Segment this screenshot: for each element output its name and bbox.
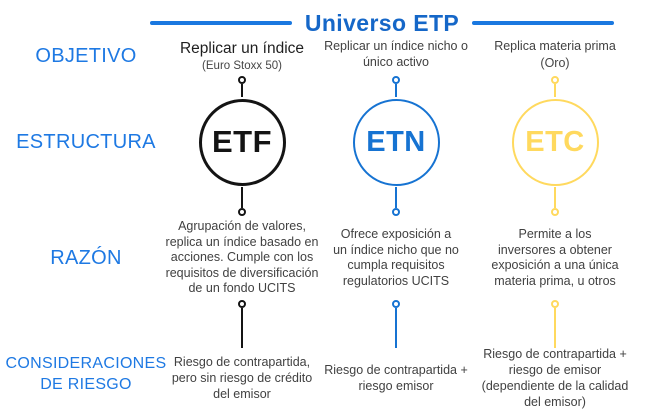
etc-connector-bottom [480, 300, 630, 348]
etf-objetivo-cell: Replicar un índice (Euro Stoxx 50) [172, 36, 312, 76]
etf-objetivo-text: Replicar un índice [179, 40, 305, 57]
connector-line [241, 84, 243, 97]
connector-dot-icon [392, 208, 400, 216]
etf-razon-cell: Agrupación de valores, replica un índice… [166, 216, 319, 300]
etn-razon-cell: Ofrece exposición a un índice nicho que … [312, 216, 480, 300]
etn-riesgo-text: Riesgo de contrapartida + riesgo emisor [324, 363, 468, 393]
etf-razon-text: Agrupación de valores, replica un índice… [165, 219, 319, 296]
page-title: Universo ETP [304, 9, 460, 36]
connector-line [554, 308, 556, 348]
connector-line [241, 187, 243, 208]
etn-riesgo-cell: Riesgo de contrapartida + riesgo emisor [312, 348, 480, 418]
row-label-razon: RAZÓN [50, 246, 122, 269]
etc-objetivo-text: Replica materia prima [494, 39, 616, 53]
etf-connector-top [172, 76, 312, 97]
etc-connector-top [480, 76, 630, 97]
etn-badge: ETN [352, 98, 440, 186]
connector-dot-icon [392, 76, 400, 84]
etc-razon-text: Permite a los inversores a obtener expos… [491, 227, 619, 288]
etc-razon-cell: Permite a los inversores a obtener expos… [480, 216, 630, 300]
row-label-consideraciones-de-riesgo: CONSIDERACIONES DE RIESGO [5, 355, 167, 393]
etf-connector-mid [172, 187, 312, 216]
etn-connector-bottom [312, 300, 480, 348]
etc-badge-label: ETC [525, 125, 585, 158]
etc-structure-cell: ETC [480, 97, 630, 187]
etf-badge: ETF [198, 98, 286, 186]
etn-razon-text: Ofrece exposición a un índice nicho que … [333, 227, 459, 288]
connector-line [241, 308, 243, 348]
etf-riesgo-cell: Riesgo de contrapartida, pero sin riesgo… [172, 348, 312, 418]
title-left-line [150, 21, 292, 25]
etc-badge: ETC [511, 98, 599, 186]
etc-objetivo-subtext: (Oro) [540, 55, 570, 70]
connector-dot-icon [551, 76, 559, 84]
connector-dot-icon [392, 300, 400, 308]
row-label-estructura: ESTRUCTURA [16, 130, 156, 153]
title-row: Universo ETP [0, 0, 630, 36]
connector-line [395, 84, 397, 97]
connector-line [554, 187, 556, 208]
etf-structure-cell: ETF [172, 97, 312, 187]
connector-dot-icon [238, 208, 246, 216]
etn-objetivo-cell: Replicar un índice nicho o único activo [312, 36, 480, 76]
connector-dot-icon [238, 76, 246, 84]
etc-riesgo-cell: Riesgo de contrapartida + riesgo de emis… [480, 347, 630, 418]
etf-riesgo-text: Riesgo de contrapartida, pero sin riesgo… [171, 355, 313, 401]
etn-badge-label: ETN [366, 125, 426, 158]
connector-dot-icon [551, 300, 559, 308]
etc-connector-mid [480, 187, 630, 216]
connector-dot-icon [551, 208, 559, 216]
title-right-line [472, 21, 615, 25]
etc-riesgo-text: Riesgo de contrapartida + riesgo de emis… [481, 347, 629, 409]
connector-line [395, 187, 397, 208]
connector-line [554, 84, 556, 97]
etn-connector-mid [312, 187, 480, 216]
etf-connector-bottom [172, 300, 312, 348]
etn-connector-top [312, 76, 480, 97]
etn-objetivo-text: Replicar un índice nicho o único activo [324, 39, 468, 69]
connector-line [395, 308, 397, 348]
row-label-objetivo: OBJETIVO [35, 44, 137, 67]
etn-structure-cell: ETN [312, 97, 480, 187]
etc-objetivo-cell: Replica materia prima (Oro) [480, 36, 630, 76]
etf-badge-label: ETF [211, 124, 273, 159]
connector-dot-icon [238, 300, 246, 308]
etf-objetivo-subtext: (Euro Stoxx 50) [202, 60, 282, 72]
